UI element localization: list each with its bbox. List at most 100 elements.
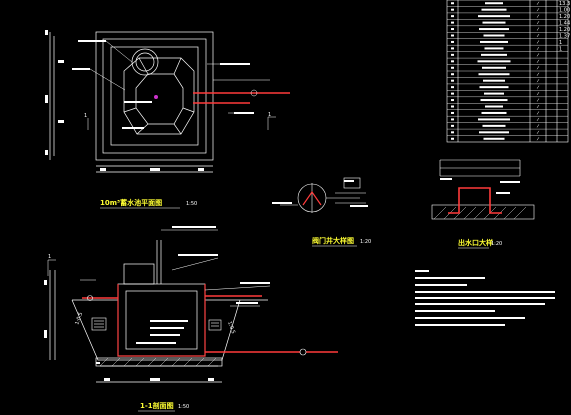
table-row-description — [484, 92, 504, 95]
table-row-description — [479, 86, 509, 89]
table-row-number — [451, 99, 454, 102]
table-row-number — [451, 28, 454, 31]
table-row-unit — [536, 91, 540, 96]
plan-view — [49, 31, 214, 173]
table-row-number — [451, 124, 454, 127]
table-row-unit — [536, 1, 540, 5]
table-row-unit — [536, 8, 540, 12]
plan-scale: 1:50 — [186, 201, 197, 207]
table-row-description — [482, 66, 506, 69]
plan-valve-mark — [154, 95, 158, 99]
table-row-unit — [536, 85, 540, 89]
table-row-description — [478, 15, 510, 18]
table-row-unit — [536, 104, 540, 109]
table-row-unit — [536, 33, 540, 38]
table-row-unit — [536, 27, 540, 31]
section-mark-plan-right: 1 — [268, 112, 271, 118]
table-row-description — [478, 73, 510, 76]
section-components — [87, 295, 307, 356]
table-row-number — [451, 73, 454, 76]
table-value: 1 — [559, 40, 562, 46]
table-row-number — [451, 34, 454, 37]
section-scale: 1:50 — [178, 404, 189, 410]
table-row-unit — [536, 59, 540, 63]
table-row-description — [481, 111, 507, 114]
table-row-description — [478, 118, 510, 121]
outlet-detail-title: 出水口大样 — [458, 238, 493, 247]
table-row-number — [451, 53, 454, 56]
table-row-unit — [536, 53, 540, 57]
valve-detail-scale: 1:20 — [360, 239, 371, 245]
section-title: 1-1剖面图 — [140, 401, 174, 410]
table-row-unit — [536, 111, 540, 115]
table-value: 1.20 — [559, 14, 570, 20]
table-value: 1.37 — [559, 34, 570, 40]
table-row-description — [480, 40, 508, 43]
table-row-number — [451, 40, 454, 43]
table-value: 1.00 — [559, 8, 570, 14]
valve-detail — [280, 177, 366, 213]
table-value: 1.20 — [559, 27, 570, 33]
table-row-number — [451, 66, 454, 69]
table-row-number — [451, 86, 454, 89]
table-row-description — [481, 8, 507, 11]
outlet-pipe — [448, 187, 502, 214]
table-row-number — [451, 111, 454, 114]
table-row-description — [479, 131, 509, 134]
table-row-description — [485, 2, 503, 5]
title-underlines — [100, 207, 489, 412]
table-row-unit — [536, 20, 540, 25]
table-row-number — [451, 8, 454, 11]
table-row-description — [484, 47, 504, 50]
section-text-blocks — [44, 226, 270, 381]
table-row-number — [451, 79, 454, 82]
outlet-detail-scale: 1:20 — [491, 241, 502, 247]
section-pipes — [82, 295, 338, 353]
table-row-unit — [536, 137, 540, 141]
section-leaders — [47, 229, 271, 307]
table-row-number — [451, 105, 454, 108]
table-row-description — [479, 28, 509, 31]
table-row-description — [480, 99, 508, 102]
plan-title: 10m³蓄水池平面图 — [100, 198, 162, 207]
table-row-description — [477, 60, 511, 63]
table-row-number — [451, 131, 454, 134]
section-mark-left: 1 — [48, 254, 51, 260]
valve-detail-title: 阀门井大样图 — [312, 236, 354, 245]
table-row-description — [481, 53, 507, 56]
table-row-unit — [536, 130, 540, 134]
outlet-hatch — [433, 206, 527, 220]
table-row-number — [451, 60, 454, 63]
table-row-description — [485, 105, 503, 108]
valve-pipe — [302, 190, 322, 206]
table-row-description — [483, 79, 505, 82]
table-row-description — [483, 137, 505, 140]
outlet-detail — [431, 159, 535, 220]
table-row-number — [451, 2, 454, 5]
table-row-number — [451, 92, 454, 95]
outlet-labels — [440, 178, 520, 194]
notes-block — [415, 270, 555, 326]
table-row-description — [482, 124, 506, 127]
plan-labels — [45, 30, 254, 171]
section-hatch — [99, 357, 217, 367]
table-row-number — [451, 21, 454, 24]
valve-detail-labels — [272, 180, 368, 207]
table-row-number — [451, 15, 454, 18]
slope-right-label: 1:0.5 — [226, 321, 236, 335]
table-value: 1 — [559, 46, 562, 52]
table-row-unit — [536, 66, 540, 70]
table-row-unit — [536, 117, 540, 122]
plan-pipes — [193, 92, 290, 104]
table-row-description — [482, 21, 506, 24]
table-row-unit — [536, 40, 540, 44]
table-row-unit — [536, 98, 540, 102]
table-row-description — [483, 34, 505, 37]
table-row-unit — [536, 14, 540, 18]
table-row-unit — [536, 124, 540, 128]
table-row-number — [451, 137, 454, 140]
section-walls — [117, 284, 206, 357]
table-row-unit — [536, 46, 540, 51]
